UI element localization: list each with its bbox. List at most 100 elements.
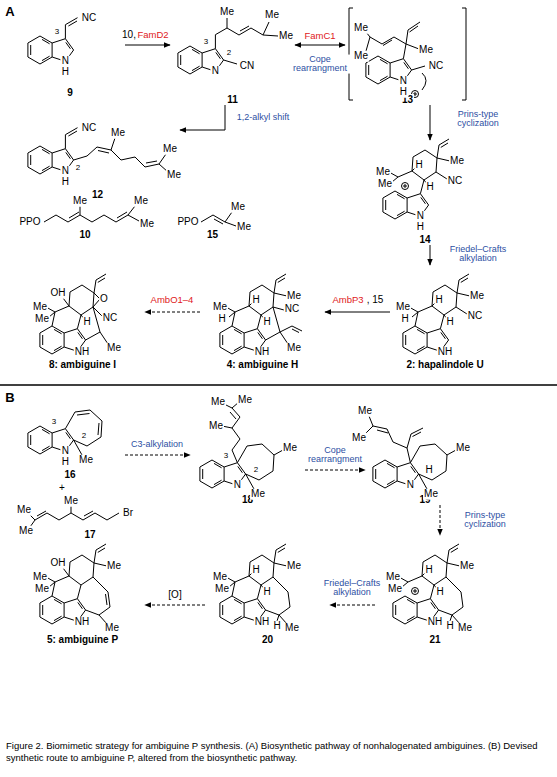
atom-label: OH (50, 558, 67, 569)
atom-label: N (211, 66, 220, 77)
atom-label: H (445, 317, 454, 328)
atom-label: Me (32, 572, 48, 583)
atom-label: H (416, 222, 425, 233)
atom-label: H (414, 160, 423, 171)
atom-label: Me (284, 623, 300, 634)
atom-label: Me (395, 302, 411, 313)
atom-label: N (61, 56, 70, 67)
atom-label: Me (385, 572, 401, 583)
atom-label: Me (110, 128, 126, 139)
atom-label: Me (418, 45, 434, 56)
atom-label: H (61, 177, 70, 188)
atom-label: H (445, 621, 454, 632)
atom-label: Me (237, 395, 253, 406)
atom-label: Me (106, 561, 122, 572)
atom-label: H (61, 67, 70, 78)
arrow-label: FamC1 (303, 31, 336, 41)
atom-label: H (217, 314, 226, 325)
reaction-arrow (180, 105, 225, 130)
atom-label: H (61, 457, 70, 468)
atom-label: H (425, 182, 434, 193)
atom-label: N (61, 166, 70, 177)
atom-label: Me (375, 167, 391, 178)
text-label: 3 (51, 418, 57, 426)
atom-label: H (424, 465, 433, 476)
text-label: 2 (81, 432, 87, 440)
compound-label: 16 (63, 469, 76, 480)
arrow-label: FamD2 (136, 30, 169, 40)
reaction-arrow (430, 245, 431, 265)
atom-label: NH (74, 616, 90, 627)
text-label: 2 (75, 164, 81, 172)
atom-label: Me (351, 433, 367, 444)
reaction-arrow (145, 312, 200, 313)
atom-label: H (434, 295, 443, 306)
compound-node: 12 (15, 110, 180, 200)
atom-label: NC (447, 176, 463, 187)
atom-label: NC (284, 304, 300, 315)
atom-label: Me (34, 314, 50, 325)
atom-label: Me (72, 196, 88, 207)
atom-label: Me (236, 222, 252, 233)
reaction-arrow (125, 455, 190, 456)
atom-label: H (400, 314, 409, 325)
compound-label: 20 (261, 634, 274, 645)
atom-label: Me (286, 343, 302, 354)
atom-label: H (251, 295, 260, 306)
atom-label: Me (377, 179, 393, 190)
reaction-arrow (325, 312, 390, 313)
atom-label: NH (437, 346, 453, 357)
arrow-label: [O] (167, 590, 182, 601)
atom-label: Me (286, 561, 302, 572)
atom-label: Me (210, 397, 226, 408)
reaction-arrow (125, 45, 170, 46)
atom-label: Me (106, 343, 122, 354)
arrow-label: AmbO1–4 (150, 295, 195, 305)
atom-label: H (424, 565, 433, 576)
atom-label: Me (230, 202, 246, 213)
atom-label: NC (102, 313, 118, 324)
compound-label: 2: hapalindole U (405, 359, 484, 370)
atom-label: Me (469, 291, 485, 302)
text-label: 3 (54, 28, 60, 36)
atom-label: N (233, 480, 242, 491)
atom-label: H (399, 87, 408, 98)
atom-label: Me (32, 302, 48, 313)
atom-label: NC (467, 311, 483, 322)
reaction-arrow (145, 605, 205, 606)
compound-label: 21 (428, 634, 441, 645)
reaction-arrow (430, 105, 431, 140)
atom-label: H (272, 621, 281, 632)
compound-label: 12 (91, 189, 104, 200)
reaction-arrow (330, 605, 375, 606)
text-label: 10, (121, 30, 137, 41)
atom-label: Me (357, 406, 373, 417)
atom-label: NH (74, 346, 90, 357)
atom-label: NC (428, 61, 444, 72)
atom-label: Me (423, 489, 439, 500)
text-label: 3 (203, 38, 209, 46)
atom-label: H (82, 317, 91, 328)
atom-label: H (262, 317, 271, 328)
text-label: Cope rearrangment (290, 55, 350, 74)
atom-label: Me (455, 443, 471, 454)
atom-label: Me (16, 505, 32, 516)
atom-label: Me (353, 23, 369, 34)
compound-label: 14 (418, 234, 431, 245)
atom-label: NC (81, 13, 97, 24)
atom-label: Me (208, 421, 224, 432)
atom-label: Br (122, 508, 134, 519)
compound-label: 4: ambiguine H (226, 359, 300, 370)
compound-label: 11 (226, 94, 239, 105)
atom-label: Me (34, 584, 50, 595)
atom-label: Me (63, 496, 79, 507)
text-label: , 15 (366, 295, 385, 306)
atom-label: Me (18, 526, 34, 537)
compound-label: 5: ambiguine P (46, 634, 119, 645)
compound-node: 9 (15, 10, 125, 98)
compound-label: 15 (206, 229, 219, 240)
atom-label: Me (250, 489, 266, 500)
compound-label: 9 (66, 87, 74, 98)
atom-label: Me (214, 584, 230, 595)
